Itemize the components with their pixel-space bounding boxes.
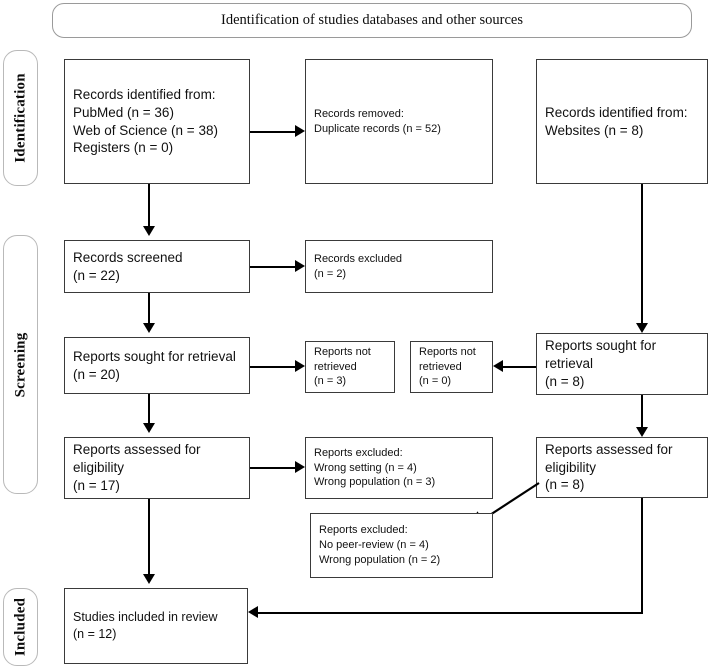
box-line: Reports assessed for bbox=[73, 442, 201, 458]
arrowhead-sought-db-to-assessed bbox=[143, 423, 155, 433]
connector-assessed-db-to-excluded bbox=[250, 467, 295, 469]
box-line: eligibility bbox=[73, 460, 125, 476]
box-reports-sought-websites: Reports sought for retrieval (n = 8) bbox=[536, 333, 708, 395]
box-line: (n = 8) bbox=[545, 477, 585, 493]
box-line: (n = 17) bbox=[73, 477, 120, 493]
diagram-title: Identification of studies databases and … bbox=[221, 12, 523, 28]
connector-identified-to-screened bbox=[148, 184, 150, 226]
connector-websites-to-sought bbox=[641, 184, 643, 323]
box-line: Wrong population (n = 2) bbox=[319, 553, 441, 566]
box-studies-included: Studies included in review (n = 12) bbox=[64, 588, 248, 664]
box-line: Reports excluded: bbox=[314, 446, 403, 459]
phase-screening: Screening bbox=[3, 235, 38, 494]
box-line: Records identified from: bbox=[545, 104, 688, 120]
box-line: eligibility bbox=[545, 459, 597, 475]
arrowhead-assessed-db-to-excluded bbox=[295, 461, 305, 473]
box-records-identified-databases: Records identified from: PubMed (n = 36)… bbox=[64, 59, 250, 184]
box-line: (n = 20) bbox=[73, 366, 120, 382]
arrowhead-websites-to-sought bbox=[636, 323, 648, 333]
connector-identified-to-removed bbox=[250, 131, 295, 133]
arrowhead-identified-to-screened bbox=[143, 226, 155, 236]
phase-included-label: Included bbox=[12, 597, 28, 657]
connector-sought-web-to-not-retrieved bbox=[503, 366, 536, 368]
box-records-excluded: Records excluded (n = 2) bbox=[305, 240, 493, 293]
box-line: Reports excluded: bbox=[319, 524, 408, 537]
box-reports-not-retrieved-databases: Reports not retrieved (n = 3) bbox=[305, 341, 395, 393]
arrowhead-identified-to-removed bbox=[295, 125, 305, 137]
phase-identification: Identification bbox=[3, 50, 38, 186]
connector-assessed-web-to-included-vertical bbox=[641, 498, 643, 613]
box-line: Reports not bbox=[314, 345, 371, 358]
box-line: retrieved bbox=[419, 360, 462, 373]
phase-identification-label: Identification bbox=[12, 73, 28, 163]
connector-sought-db-to-assessed bbox=[148, 394, 150, 423]
box-reports-sought-databases: Reports sought for retrieval (n = 20) bbox=[64, 337, 250, 394]
box-line: Reports sought for retrieval bbox=[73, 348, 236, 364]
box-line: No peer-review (n = 4) bbox=[319, 539, 429, 552]
box-line: (n = 0) bbox=[419, 375, 452, 388]
box-records-identified-websites: Records identified from: Websites (n = 8… bbox=[536, 59, 708, 184]
box-reports-assessed-websites: Reports assessed for eligibility (n = 8) bbox=[536, 437, 708, 498]
box-reports-assessed-databases: Reports assessed for eligibility (n = 17… bbox=[64, 437, 250, 499]
box-line: Records removed: bbox=[314, 107, 404, 120]
box-reports-excluded-databases: Reports excluded: Wrong setting (n = 4) … bbox=[305, 437, 493, 499]
arrowhead-sought-web-to-assessed bbox=[636, 427, 648, 437]
connector-assessed-db-to-included bbox=[148, 499, 150, 574]
arrowhead-assessed-db-to-included bbox=[143, 574, 155, 584]
connector-screened-to-excluded bbox=[250, 266, 295, 268]
arrowhead-sought-db-to-not-retrieved bbox=[295, 360, 305, 372]
phase-included: Included bbox=[3, 588, 38, 666]
box-line: Reports sought for bbox=[545, 338, 657, 354]
connector-sought-web-to-assessed bbox=[641, 395, 643, 427]
phase-screening-label: Screening bbox=[12, 332, 28, 397]
box-line: Records identified from: bbox=[73, 86, 216, 102]
box-line: (n = 2) bbox=[314, 267, 347, 280]
box-line: Reports assessed for bbox=[545, 441, 673, 457]
box-line: Records excluded bbox=[314, 252, 403, 265]
box-line: PubMed (n = 36) bbox=[73, 104, 174, 120]
box-line: Reports not bbox=[419, 345, 476, 358]
box-line: Registers (n = 0) bbox=[73, 140, 174, 156]
arrowhead-screened-to-excluded bbox=[295, 260, 305, 272]
diagram-title-banner: Identification of studies databases and … bbox=[52, 3, 692, 38]
box-line: Websites (n = 8) bbox=[545, 122, 644, 138]
box-reports-not-retrieved-websites: Reports not retrieved (n = 0) bbox=[410, 341, 493, 393]
box-line: retrieved bbox=[314, 360, 357, 373]
box-line: Wrong population (n = 3) bbox=[314, 476, 436, 489]
arrowhead-screened-to-sought bbox=[143, 323, 155, 333]
box-line: (n = 12) bbox=[73, 627, 117, 641]
box-line: retrieval bbox=[545, 356, 594, 372]
box-line: Web of Science (n = 38) bbox=[73, 122, 218, 138]
box-records-removed: Records removed: Duplicate records (n = … bbox=[305, 59, 493, 184]
box-line: Records screened bbox=[73, 249, 183, 265]
connector-assessed-web-to-included-horizontal bbox=[258, 612, 643, 614]
box-records-screened: Records screened (n = 22) bbox=[64, 240, 250, 293]
box-line: Wrong setting (n = 4) bbox=[314, 461, 417, 474]
box-reports-excluded-websites: Reports excluded: No peer-review (n = 4)… bbox=[310, 513, 493, 578]
box-line: Studies included in review bbox=[73, 610, 218, 624]
connector-sought-db-to-not-retrieved bbox=[250, 366, 295, 368]
arrowhead-assessed-web-to-included bbox=[248, 606, 258, 618]
box-line: (n = 22) bbox=[73, 267, 120, 283]
box-line: Duplicate records (n = 52) bbox=[314, 122, 441, 135]
connector-screened-to-sought bbox=[148, 293, 150, 323]
arrowhead-sought-web-to-not-retrieved bbox=[493, 360, 503, 372]
box-line: (n = 8) bbox=[545, 373, 585, 389]
box-line: (n = 3) bbox=[314, 375, 347, 388]
